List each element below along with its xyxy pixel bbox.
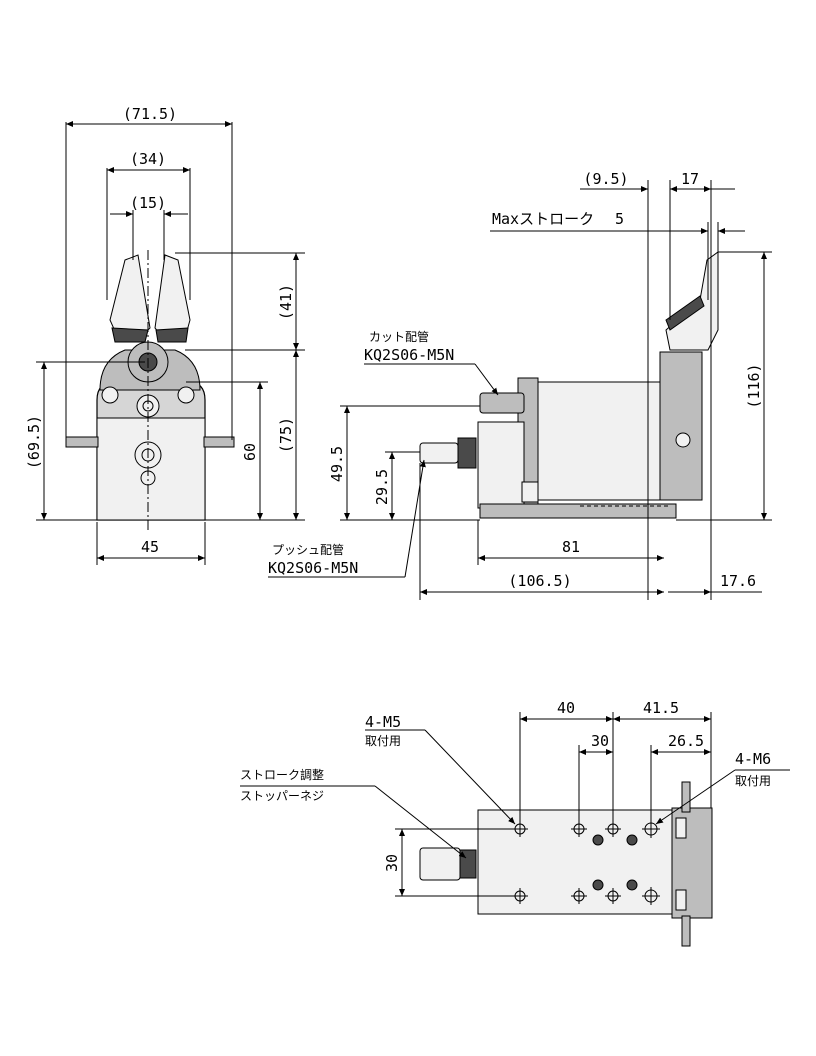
m5-label: 4-M5 — [365, 713, 401, 731]
top-rod-lower — [681, 915, 691, 947]
push-port-part: KQ2S06-M5N — [268, 559, 358, 577]
dim-port-high: 49.5 — [328, 446, 346, 482]
top-view: 40 41.5 30 26.5 4-M5 取付用 4-M6 取付用 ストローク調… — [240, 699, 790, 947]
screw-icon — [592, 834, 604, 846]
top-stopper-nut — [459, 849, 477, 879]
dim-base-width: 45 — [141, 538, 159, 556]
front-right-jaw — [154, 254, 191, 341]
side-bracket-screw — [675, 432, 691, 448]
front-bolt-right-icon — [177, 386, 195, 404]
dim-jaw-gap: (15) — [130, 194, 166, 212]
dim-jaw-depth: 17 — [681, 170, 699, 188]
dim-width-overall: (71.5) — [123, 105, 177, 123]
side-jaw — [665, 251, 719, 351]
screw-icon — [592, 879, 604, 891]
front-left-rod — [65, 436, 99, 448]
top-bracket-tab-upper — [675, 817, 687, 839]
front-right-rod — [203, 436, 235, 448]
stopper-sub: ストッパーネジ — [240, 789, 324, 803]
dim-height-center: (69.5) — [25, 415, 43, 469]
m6-label: 4-M6 — [735, 750, 771, 768]
dim-offset: (9.5) — [583, 170, 628, 188]
dim-26-5: 26.5 — [668, 732, 704, 750]
dim-jaw-height: (41) — [277, 284, 295, 320]
dim-port-low: 29.5 — [373, 469, 391, 505]
side-base-plate — [479, 503, 677, 519]
m5-sub: 取付用 — [365, 734, 401, 748]
push-port-label: プッシュ配管 — [272, 542, 344, 557]
dim-41-5: 41.5 — [643, 699, 679, 717]
side-jaw-blade — [665, 295, 705, 331]
side-push-nut — [457, 437, 477, 469]
front-view: (71.5) (34) (15) (41) (69.5) 60 (75) — [25, 105, 305, 565]
side-cut-fitting — [479, 392, 525, 414]
dim-base-17-6: 17.6 — [720, 572, 756, 590]
screw-icon — [626, 879, 638, 891]
top-mount-holes — [512, 820, 660, 905]
dim-40: 40 — [557, 699, 575, 717]
front-lower-block — [96, 417, 206, 521]
top-bracket-tab-lower — [675, 889, 687, 911]
dim-jaw-width: (34) — [130, 150, 166, 168]
side-view: (9.5) 17 Maxストローク 5 (116) カット配管 KQ2S06-M… — [268, 170, 772, 600]
cut-port-part: KQ2S06-M5N — [364, 346, 454, 364]
stroke-label: Maxストローク — [492, 210, 594, 228]
dim-30-top: 30 — [591, 732, 609, 750]
side-push-fitting — [419, 442, 459, 464]
screw-icon — [626, 834, 638, 846]
side-lower-bolt — [521, 481, 539, 503]
dim-length-81: 81 — [562, 538, 580, 556]
dim-height-75: (75) — [277, 417, 295, 453]
stopper-label: ストローク調整 — [240, 767, 324, 782]
top-base-plate — [477, 809, 675, 915]
top-rod-upper — [681, 781, 691, 813]
m6-sub: 取付用 — [735, 774, 771, 788]
dim-length-total: (106.5) — [508, 572, 571, 590]
dim-height-60: 60 — [241, 443, 259, 461]
cut-port-label: カット配管 — [369, 329, 429, 344]
dim-30-side: 30 — [383, 854, 401, 872]
dim-total-height: (116) — [745, 363, 763, 408]
top-stopper-fitting — [419, 847, 461, 881]
front-left-jaw — [109, 254, 151, 341]
side-bracket — [659, 351, 703, 501]
front-right-jaw-edge — [155, 327, 189, 343]
front-bolt-left-icon — [101, 386, 119, 404]
side-port-block — [477, 421, 525, 509]
side-cylinder-body — [529, 381, 667, 501]
front-left-jaw-edge — [111, 327, 149, 343]
stroke-value: 5 — [615, 210, 624, 228]
